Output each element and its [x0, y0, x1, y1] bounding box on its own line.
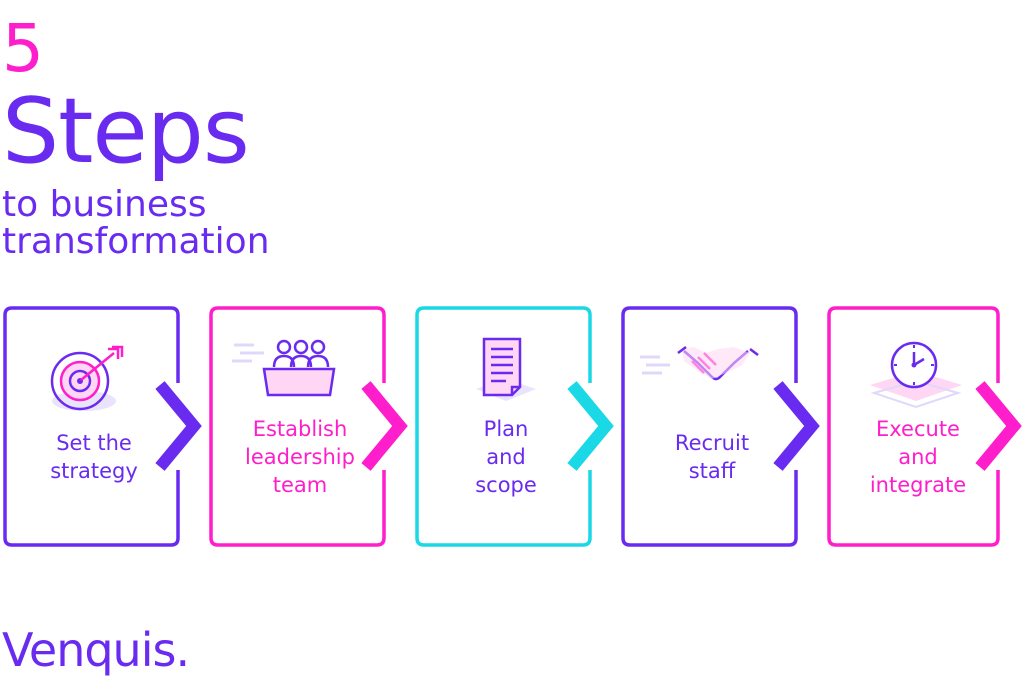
step-label: Recruit staff	[674, 431, 750, 483]
document-icon	[476, 337, 536, 401]
title-number: 5	[2, 10, 45, 87]
clock-icon	[870, 341, 962, 409]
subtitle-line-1: to business	[2, 184, 207, 225]
step-frame	[415, 306, 614, 547]
step-set-strategy: Set the strategy	[3, 306, 209, 547]
steps-flow: Set the strategy Establish leadership te…	[0, 306, 1024, 547]
chevron-right-icon	[361, 381, 408, 471]
step-label: Execute and integrate	[869, 417, 967, 497]
step-label: Establish leadership team	[245, 417, 355, 497]
chevron-right-icon	[773, 381, 820, 471]
title-main: Steps	[2, 79, 250, 184]
handshake-icon	[640, 346, 759, 381]
step-establish-team: Establish leadership team	[209, 306, 415, 547]
chevron-right-icon	[155, 381, 202, 471]
team-icon	[232, 339, 336, 397]
step-execute-integrate: Execute and integrate	[827, 306, 1024, 547]
chevron-right-icon	[567, 381, 614, 471]
step-frame	[827, 306, 1022, 547]
step-label: Set the strategy	[50, 431, 138, 483]
target-icon	[50, 345, 124, 411]
brand-logo: Venquis.	[2, 623, 190, 677]
step-frame	[209, 306, 408, 547]
step-frame	[3, 306, 202, 547]
step-recruit-staff: Recruit staff	[621, 306, 827, 547]
subtitle-line-2: transformation	[2, 221, 270, 262]
chevron-right-icon	[975, 381, 1022, 471]
step-label: Plan and scope	[475, 417, 537, 497]
step-frame	[621, 306, 820, 547]
title-subtitle: to business transformation	[2, 186, 270, 260]
step-plan-scope: Plan and scope	[415, 306, 621, 547]
